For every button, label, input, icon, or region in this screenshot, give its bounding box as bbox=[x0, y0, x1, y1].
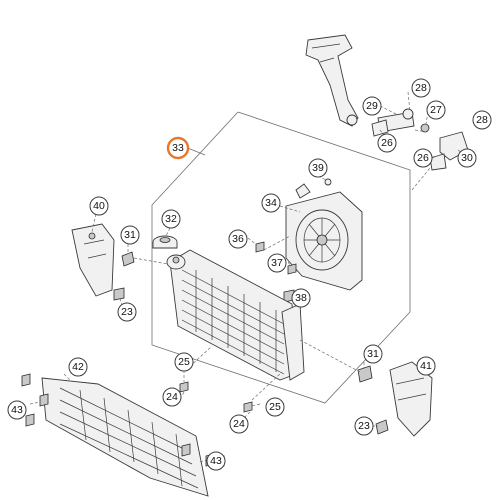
svg-text:31: 31 bbox=[124, 229, 136, 241]
svg-text:23: 23 bbox=[121, 306, 133, 318]
callout-42: 42 bbox=[68, 357, 88, 377]
callout-25-lower: 25 bbox=[265, 397, 285, 417]
left-shield bbox=[71, 213, 169, 307]
callout-29: 29 bbox=[362, 96, 382, 116]
callout-28-right: 28 bbox=[472, 110, 492, 130]
svg-text:24: 24 bbox=[233, 418, 245, 430]
svg-text:30: 30 bbox=[461, 152, 473, 164]
callout-36: 36 bbox=[228, 229, 248, 249]
svg-text:27: 27 bbox=[430, 104, 442, 116]
svg-text:42: 42 bbox=[72, 361, 84, 373]
svg-text:26: 26 bbox=[381, 137, 393, 149]
fan-fasteners bbox=[255, 241, 297, 303]
svg-text:41: 41 bbox=[420, 360, 432, 372]
svg-text:40: 40 bbox=[93, 200, 105, 212]
svg-text:23: 23 bbox=[358, 420, 370, 432]
radiator bbox=[166, 249, 305, 381]
svg-text:28: 28 bbox=[415, 82, 427, 94]
svg-text:24: 24 bbox=[166, 391, 178, 403]
callout-39: 39 bbox=[308, 158, 328, 178]
callout-25-center: 25 bbox=[174, 352, 194, 372]
callout-31-left: 31 bbox=[120, 225, 140, 245]
callout-41: 41 bbox=[416, 356, 436, 376]
callout-30: 30 bbox=[457, 148, 477, 168]
svg-text:34: 34 bbox=[265, 197, 277, 209]
svg-text:26: 26 bbox=[417, 152, 429, 164]
callout-43-left: 43 bbox=[7, 400, 27, 420]
callout-24-center: 24 bbox=[162, 387, 182, 407]
callout-43-lower: 43 bbox=[206, 451, 226, 471]
svg-text:36: 36 bbox=[232, 233, 244, 245]
callout-34: 34 bbox=[261, 193, 281, 213]
svg-text:25: 25 bbox=[178, 356, 190, 368]
svg-text:43: 43 bbox=[11, 404, 23, 416]
callout-31-right: 31 bbox=[363, 344, 383, 364]
radiator-cap bbox=[152, 227, 178, 249]
callout-38: 38 bbox=[291, 288, 311, 308]
svg-text:28: 28 bbox=[476, 114, 488, 126]
lower-grille bbox=[21, 373, 225, 497]
callout-40: 40 bbox=[89, 196, 109, 216]
right-shield bbox=[299, 339, 433, 437]
svg-text:31: 31 bbox=[367, 348, 379, 360]
svg-text:37: 37 bbox=[271, 257, 283, 269]
fan-shroud bbox=[285, 178, 363, 291]
callout-24-lower: 24 bbox=[229, 414, 249, 434]
callout-33-highlighted: 33 bbox=[166, 136, 190, 160]
callout-23-right: 23 bbox=[354, 416, 374, 436]
callout-37: 37 bbox=[267, 253, 287, 273]
svg-text:39: 39 bbox=[312, 162, 324, 174]
svg-text:33: 33 bbox=[172, 142, 184, 154]
callout-23-left: 23 bbox=[117, 302, 137, 322]
svg-text:25: 25 bbox=[269, 401, 281, 413]
svg-text:29: 29 bbox=[366, 100, 378, 112]
svg-text:38: 38 bbox=[295, 292, 307, 304]
svg-text:43: 43 bbox=[210, 455, 222, 467]
callout-32: 32 bbox=[161, 209, 181, 229]
callout-26-right: 26 bbox=[413, 148, 433, 168]
svg-text:32: 32 bbox=[165, 213, 177, 225]
callout-27: 27 bbox=[426, 100, 446, 120]
callout-26-upper: 26 bbox=[377, 133, 397, 153]
callout-28-upper: 28 bbox=[411, 78, 431, 98]
